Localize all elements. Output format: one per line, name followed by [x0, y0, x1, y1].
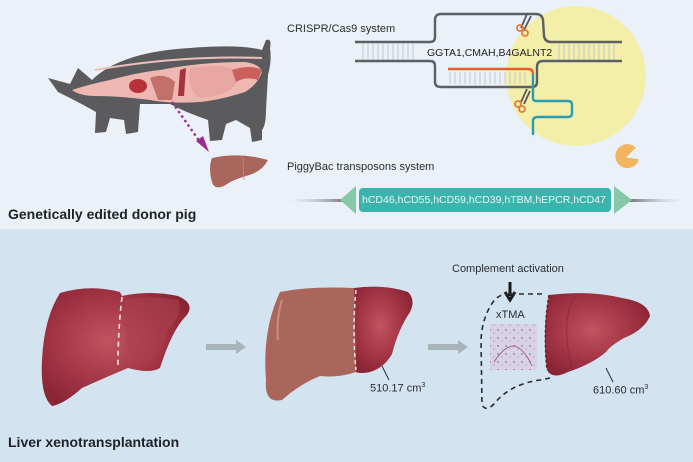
transgene-box [359, 188, 611, 212]
pig-liver-graft [41, 288, 190, 406]
volume-pointer-line [381, 365, 390, 381]
itr-arrow-right [614, 186, 632, 214]
yellow-highlight-circle [506, 6, 646, 146]
scissors-icon [514, 88, 531, 113]
volume-label-510: 510.17 cm3 [370, 382, 425, 395]
recipient-liver-with-graft [265, 286, 413, 401]
crispr-dna-diagram [355, 12, 622, 135]
pig-heart [129, 79, 147, 93]
dna-bottom-strand [355, 59, 622, 89]
dotted-arrow-line [171, 101, 201, 143]
post-transplant-liver [544, 293, 650, 383]
cas9-scaffold-strand [531, 74, 574, 135]
dna-line-left [288, 199, 346, 202]
crispr-label: CRISPR/Cas9 system [287, 23, 396, 35]
volume-value: 610.60 cm [593, 384, 645, 397]
guide-rna-strand [448, 67, 535, 75]
pig-illustration [48, 39, 271, 142]
transgene-list: hCD46,hCD55,hCD59,hCD39,hTBM,hEPCR,hCD47 [362, 194, 606, 206]
section-title-xenotransplantation: Liver xenotransplantation [8, 434, 180, 450]
crispr-target-genes: GGTA1,CMAH,B4GALNT2 [427, 47, 553, 59]
complement-down-arrow-icon [503, 282, 517, 303]
itr-arrow-left [340, 186, 356, 214]
dotted-arrow-head-icon [196, 136, 209, 152]
section-title-donor-pig: Genetically edited donor pig [8, 206, 197, 222]
xtma-label: xTMA [496, 309, 525, 321]
scissors-icon [516, 13, 532, 37]
volume-unit-sup: 3 [421, 382, 426, 389]
pig-liver-organ [150, 75, 175, 100]
complement-activation-label: Complement activation [452, 263, 564, 275]
gray-arrow-icon [428, 340, 468, 354]
extracted-liver [210, 155, 268, 188]
piggybac-label: PiggyBac transposons system [287, 161, 435, 173]
volume-label-610: 610.60 cm3 [593, 384, 648, 397]
volume-pointer-line [605, 367, 614, 383]
dna-line-right [628, 199, 684, 202]
gray-arrow-icon [206, 340, 246, 354]
volume-value: 510.17 cm [370, 382, 422, 395]
pacman-transposase-icon [615, 144, 639, 169]
dna-top-strand [355, 12, 622, 44]
volume-unit-sup: 3 [644, 384, 649, 391]
xtma-histology-image [490, 324, 537, 370]
